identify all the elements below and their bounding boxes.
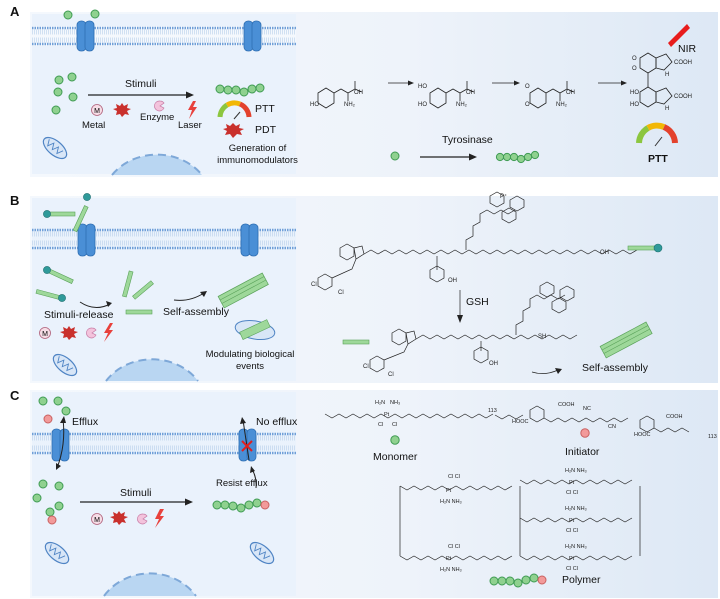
ros-icon <box>113 103 131 117</box>
assembled-fiber <box>217 272 269 309</box>
self-assembly-result-label: Self-assembly <box>582 362 648 374</box>
prodrug-rod <box>35 193 91 302</box>
immunomodulator-caption: Generation of immunomodulators <box>217 143 298 166</box>
monomer-bead <box>390 435 400 445</box>
membrane-channel-icon <box>243 20 262 52</box>
pdt-label: PDT <box>255 124 276 136</box>
panel-c-cell <box>32 392 296 596</box>
self-assembly-label: Self-assembly <box>163 306 229 318</box>
nir-beam-icon <box>668 24 690 47</box>
nir-label: NIR <box>678 43 697 55</box>
mitochondrion-icon <box>44 541 70 565</box>
ptt-gauge-icon <box>636 122 678 147</box>
released-rods <box>122 270 154 315</box>
stimulus-laser-label: Laser <box>178 120 202 131</box>
stimulus-enzyme-label: Enzyme <box>140 112 175 123</box>
metal-icon: M <box>39 327 51 339</box>
panel-label-c: C <box>10 388 20 403</box>
ptt-gauge-icon <box>217 100 252 120</box>
no-efflux-label: No efflux <box>256 416 298 428</box>
polymer-chain <box>495 150 540 164</box>
mitochondrion-icon <box>249 541 275 565</box>
ros-icon <box>110 511 128 525</box>
svg-text:M: M <box>42 331 48 338</box>
prodrug-rod <box>627 243 663 253</box>
modulating-events-caption: Modulating biological events <box>205 349 295 372</box>
monomer-bead <box>63 10 73 20</box>
membrane-channel-icon <box>77 223 96 257</box>
monomer-bead <box>390 151 400 161</box>
monomer-beads <box>51 72 78 115</box>
organelle-with-fiber-icon <box>234 319 276 341</box>
monomer-label: Monomer <box>373 451 418 463</box>
initiator-label: Initiator <box>565 446 600 458</box>
initiator-bead <box>580 428 590 438</box>
enzyme-icon <box>154 100 165 112</box>
polymer-chain <box>489 573 547 588</box>
polymer-label: Polymer <box>562 574 601 586</box>
membrane-channel-icon <box>240 223 259 257</box>
ptt-label: PTT <box>255 103 275 115</box>
svg-text:M: M <box>94 517 100 524</box>
stimulus-metal-label: Metal <box>82 120 106 131</box>
polymer-chain <box>215 83 265 97</box>
drug-beads-outside <box>38 396 71 424</box>
assembled-fiber <box>599 321 653 359</box>
benzene-ring <box>317 87 335 109</box>
assembly-arrow <box>173 292 205 301</box>
stimuli-label: Stimuli <box>120 487 152 499</box>
released-rod <box>342 339 370 345</box>
laser-icon <box>188 101 197 119</box>
enzyme-icon <box>86 327 97 339</box>
monomer-bead <box>90 9 100 19</box>
svg-text:M: M <box>94 108 100 115</box>
metal-icon: M <box>91 104 103 116</box>
stimuli-release-label: Stimuli-release <box>44 309 114 321</box>
gsh-label: GSH <box>466 296 489 308</box>
stimuli-label: Stimuli <box>125 78 157 90</box>
polymer-chain <box>212 498 270 513</box>
blocked-pump-icon <box>238 417 257 489</box>
ros-icon <box>60 326 78 340</box>
tyrosinase-label: Tyrosinase <box>442 134 493 146</box>
efflux-pump-icon <box>51 416 70 470</box>
panel-label-b: B <box>10 193 20 208</box>
mitochondrion-icon <box>42 136 68 160</box>
svg-text:ClClOH P⁺OH ClClOHSH: ClClOH P⁺OH ClClOHSH <box>311 193 611 378</box>
efflux-label: Efflux <box>72 416 99 428</box>
mitochondrion-icon <box>52 353 78 377</box>
panel-label-a: A <box>10 4 20 19</box>
resist-efflux-label: Resist efflux <box>216 478 268 489</box>
membrane-channel-icon <box>76 20 95 52</box>
ptt-product-label: PTT <box>648 153 668 165</box>
laser-icon <box>155 509 164 528</box>
ros-icon <box>223 123 244 138</box>
drug-beads-inside <box>32 479 64 525</box>
enzyme-icon <box>137 513 148 525</box>
laser-icon <box>104 323 113 342</box>
metal-icon: M <box>91 513 103 525</box>
